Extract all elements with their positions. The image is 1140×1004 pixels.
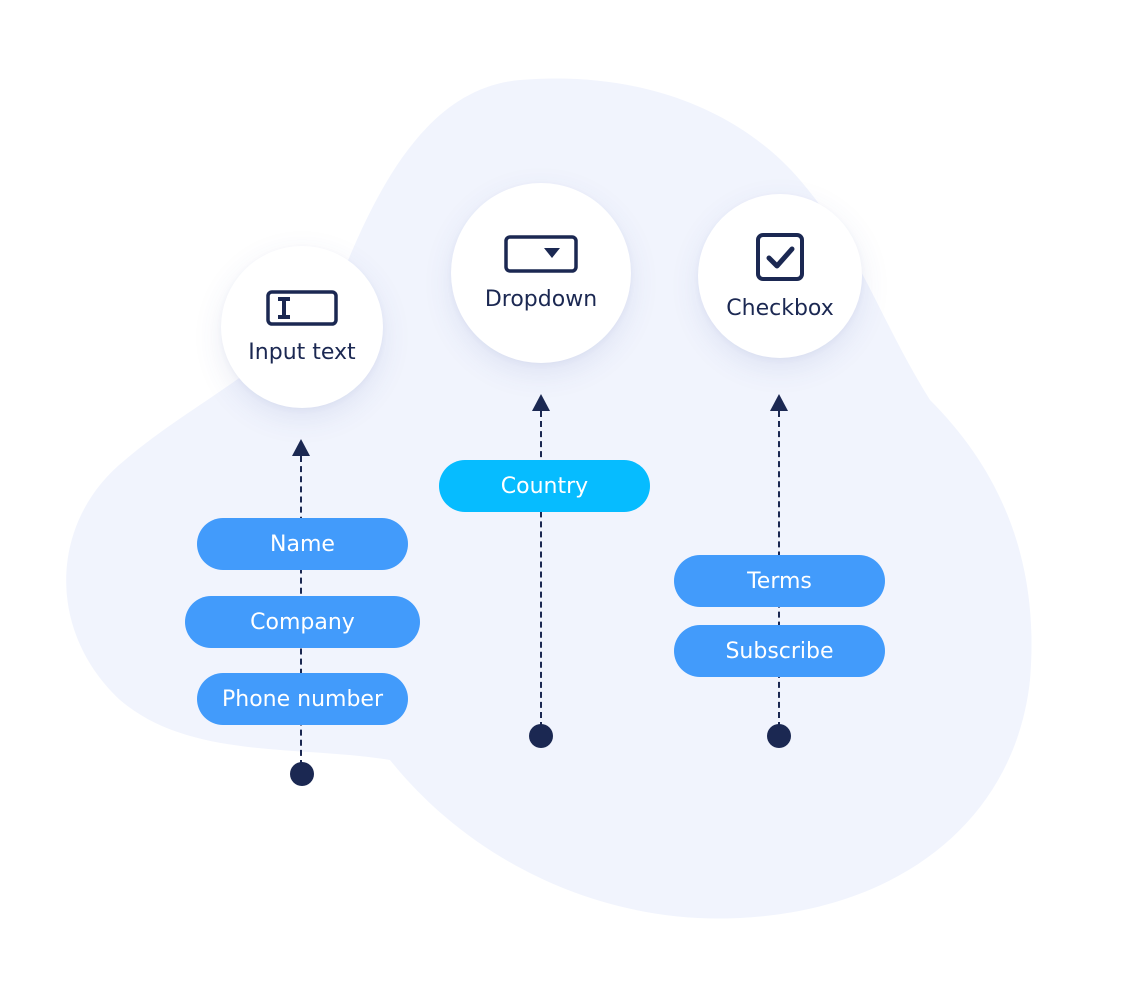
input-text-label: Input text <box>248 339 356 365</box>
input-text-origin-dot <box>290 762 314 786</box>
subscribe-field-pill[interactable]: Subscribe <box>674 625 885 677</box>
dropdown-circle: Dropdown <box>451 183 631 363</box>
input-text-arrow-head <box>292 439 310 456</box>
name-field-pill[interactable]: Name <box>197 518 408 570</box>
country-field-pill[interactable]: Country <box>439 460 650 512</box>
input-text-icon <box>266 289 338 326</box>
checkbox-label: Checkbox <box>726 295 834 321</box>
company-field-pill[interactable]: Company <box>185 596 420 648</box>
terms-field-pill[interactable]: Terms <box>674 555 885 607</box>
checkbox-arrow-head <box>770 394 788 411</box>
dropdown-arrow-head <box>532 394 550 411</box>
dropdown-icon <box>504 234 578 273</box>
phone-number-field-pill[interactable]: Phone number <box>197 673 408 725</box>
dropdown-connector-line <box>540 411 542 728</box>
checkbox-icon <box>756 232 804 281</box>
dropdown-label: Dropdown <box>484 286 598 312</box>
checkbox-origin-dot <box>767 724 791 748</box>
checkbox-circle: Checkbox <box>698 194 862 358</box>
dropdown-origin-dot <box>529 724 553 748</box>
input-text-circle: Input text <box>221 246 383 408</box>
